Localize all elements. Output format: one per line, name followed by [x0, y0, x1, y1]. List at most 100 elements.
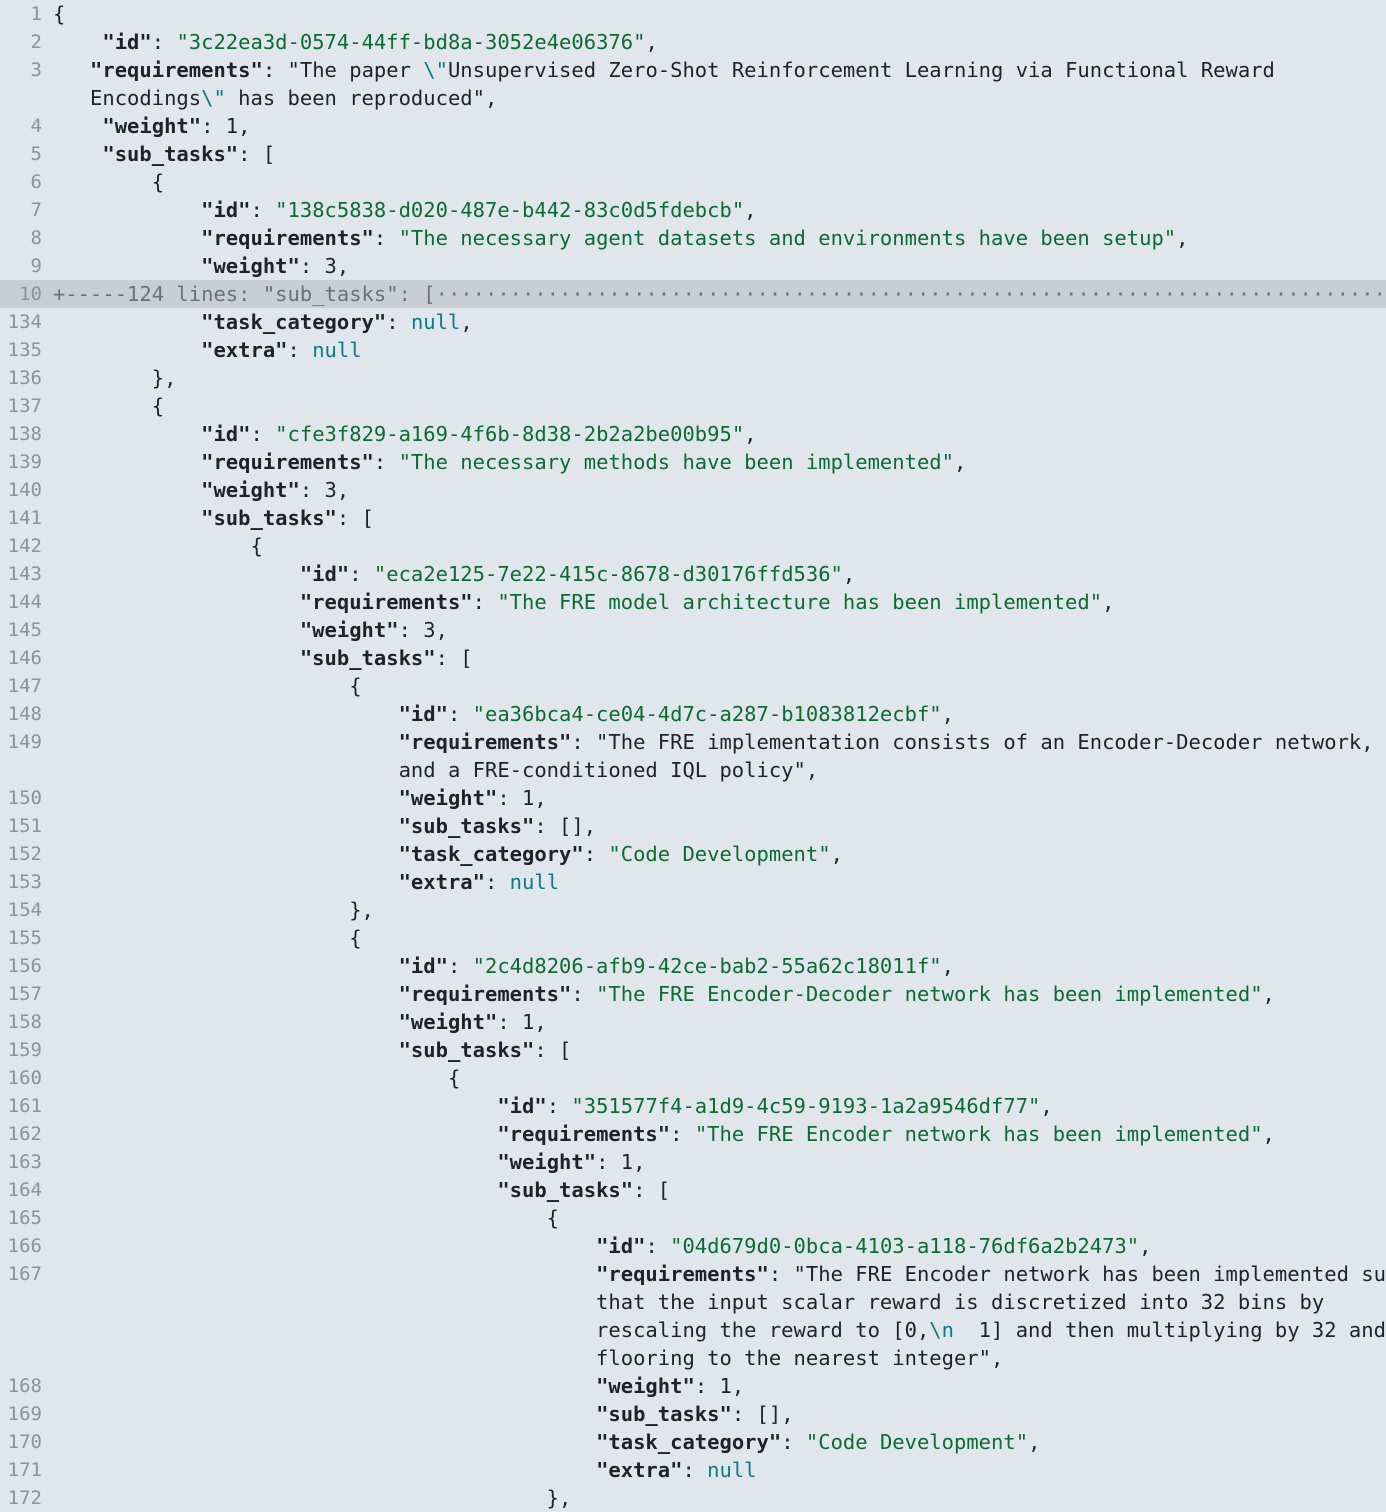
- line-number: 139: [7, 451, 42, 473]
- code-line: 170 "task_category": "Code Development",: [0, 1428, 1386, 1456]
- code-line: 3 "requirements": "The paper \"Unsupervi…: [0, 56, 1386, 84]
- code-line: 147 {: [0, 672, 1386, 700]
- code-text: "task_category": null,: [201, 310, 473, 334]
- line-number: 7: [30, 199, 42, 221]
- code-line: 7 "id": "138c5838-d020-487e-b442-83c0d5f…: [0, 196, 1386, 224]
- code-text: "sub_tasks": [: [299, 646, 473, 670]
- line-number: 153: [7, 871, 42, 893]
- line-number: 171: [7, 1459, 42, 1481]
- line-number: 4: [30, 115, 42, 137]
- line-number: 157: [7, 983, 42, 1005]
- code-text: "sub_tasks": [: [201, 506, 374, 530]
- code-line: 161 "id": "351577f4-a1d9-4c59-9193-1a2a9…: [0, 1092, 1386, 1120]
- line-number: 151: [7, 815, 42, 837]
- line-number: 134: [7, 311, 42, 333]
- line-number: 148: [7, 703, 42, 725]
- code-text: that the input scalar reward is discreti…: [53, 1290, 1325, 1314]
- line-number: 137: [7, 395, 42, 417]
- code-text: "weight": 1,: [102, 114, 251, 138]
- line-number: 156: [7, 955, 42, 977]
- line-number: 167: [7, 1263, 42, 1285]
- code-text: "task_category": "Code Development",: [398, 842, 843, 866]
- line-number: 2: [30, 31, 42, 53]
- line-number: 144: [7, 591, 42, 613]
- line-number: 161: [7, 1095, 42, 1117]
- code-text: },: [53, 1486, 572, 1510]
- line-number: 143: [7, 563, 42, 585]
- code-line: that the input scalar reward is discreti…: [0, 1288, 1386, 1316]
- code-text: "sub_tasks": [],: [596, 1402, 794, 1426]
- code-line: 142 {: [0, 532, 1386, 560]
- line-number: 6: [30, 171, 42, 193]
- code-text: "id": "351577f4-a1d9-4c59-9193-1a2a9546d…: [497, 1094, 1053, 1118]
- code-line: 136 },: [0, 364, 1386, 392]
- code-line: 138 "id": "cfe3f829-a169-4f6b-8d38-2b2a2…: [0, 420, 1386, 448]
- line-number: 5: [30, 143, 42, 165]
- code-line: 1{: [0, 0, 1386, 28]
- line-number: 145: [7, 619, 42, 641]
- line-number: 158: [7, 1011, 42, 1033]
- code-line: 137 {: [0, 392, 1386, 420]
- code-text: {: [53, 926, 362, 950]
- code-text: "requirements": "The FRE Encoder-Decoder…: [398, 982, 1275, 1006]
- code-line: 171 "extra": null: [0, 1456, 1386, 1484]
- line-number: 138: [7, 423, 42, 445]
- code-line: 154 },: [0, 896, 1386, 924]
- code-line: 6 {: [0, 168, 1386, 196]
- code-line: 158 "weight": 1,: [0, 1008, 1386, 1036]
- code-text: "id": "3c22ea3d-0574-44ff-bd8a-3052e4e06…: [102, 30, 658, 54]
- code-text: rescaling the reward to [0,\n 1] and the…: [53, 1318, 1386, 1342]
- code-text: "weight": 3,: [299, 618, 448, 642]
- code-text: "sub_tasks": [: [102, 142, 276, 166]
- code-text: "id": "ea36bca4-ce04-4d7c-a287-b1083812e…: [398, 702, 954, 726]
- line-number: 146: [7, 647, 42, 669]
- line-number: 10: [19, 283, 42, 305]
- line-number: 164: [7, 1179, 42, 1201]
- code-line: flooring to the nearest integer",: [0, 1344, 1386, 1372]
- code-text: "requirements": "The FRE model architect…: [299, 590, 1115, 614]
- line-number: 163: [7, 1151, 42, 1173]
- code-text: "id": "eca2e125-7e22-415c-8678-d30176ffd…: [299, 562, 856, 586]
- code-text: "weight": 1,: [398, 786, 547, 810]
- code-line: 141 "sub_tasks": [: [0, 504, 1386, 532]
- code-text: "extra": null: [398, 870, 560, 894]
- fold-marker-line[interactable]: 10 +-----124 lines: "sub_tasks": [·······…: [0, 280, 1386, 308]
- line-number: 170: [7, 1431, 42, 1453]
- line-number: 169: [7, 1403, 42, 1425]
- code-line: 167 "requirements": "The FRE Encoder net…: [0, 1260, 1386, 1288]
- code-text: "weight": 1,: [398, 1010, 547, 1034]
- line-number: 162: [7, 1123, 42, 1145]
- code-line: 146 "sub_tasks": [: [0, 644, 1386, 672]
- code-text: "id": "04d679d0-0bca-4103-a118-76df6a2b2…: [596, 1234, 1152, 1258]
- line-number: 152: [7, 843, 42, 865]
- code-text: },: [53, 898, 374, 922]
- code-text: Encodings\" has been reproduced",: [53, 86, 498, 110]
- code-line: 166 "id": "04d679d0-0bca-4103-a118-76df6…: [0, 1232, 1386, 1260]
- line-number: 140: [7, 479, 42, 501]
- line-number: 165: [7, 1207, 42, 1229]
- code-line: 168 "weight": 1,: [0, 1372, 1386, 1400]
- code-text: {: [53, 674, 362, 698]
- line-number: 147: [7, 675, 42, 697]
- fold-summary-text: +-----124 lines: "sub_tasks": [·········…: [53, 282, 1386, 306]
- line-number: 1: [30, 3, 42, 25]
- code-line: 160 {: [0, 1064, 1386, 1092]
- line-number: 135: [7, 339, 42, 361]
- code-line: 149 "requirements": "The FRE implementat…: [0, 728, 1386, 756]
- line-number: 159: [7, 1039, 42, 1061]
- code-text: "task_category": "Code Development",: [596, 1430, 1041, 1454]
- line-number: 160: [7, 1067, 42, 1089]
- code-text: "sub_tasks": [],: [398, 814, 597, 838]
- code-line: 8 "requirements": "The necessary agent d…: [0, 224, 1386, 252]
- code-text: "weight": 3,: [201, 254, 350, 278]
- line-number: 142: [7, 535, 42, 557]
- line-number: 141: [7, 507, 42, 529]
- code-text: "requirements": "The necessary agent dat…: [201, 226, 1189, 250]
- code-line: 144 "requirements": "The FRE model archi…: [0, 588, 1386, 616]
- code-line: Encodings\" has been reproduced",: [0, 84, 1386, 112]
- code-text: {: [53, 394, 165, 418]
- code-line: 148 "id": "ea36bca4-ce04-4d7c-a287-b1083…: [0, 700, 1386, 728]
- code-text: "extra": null: [201, 338, 362, 362]
- code-text: "weight": 1,: [497, 1150, 646, 1174]
